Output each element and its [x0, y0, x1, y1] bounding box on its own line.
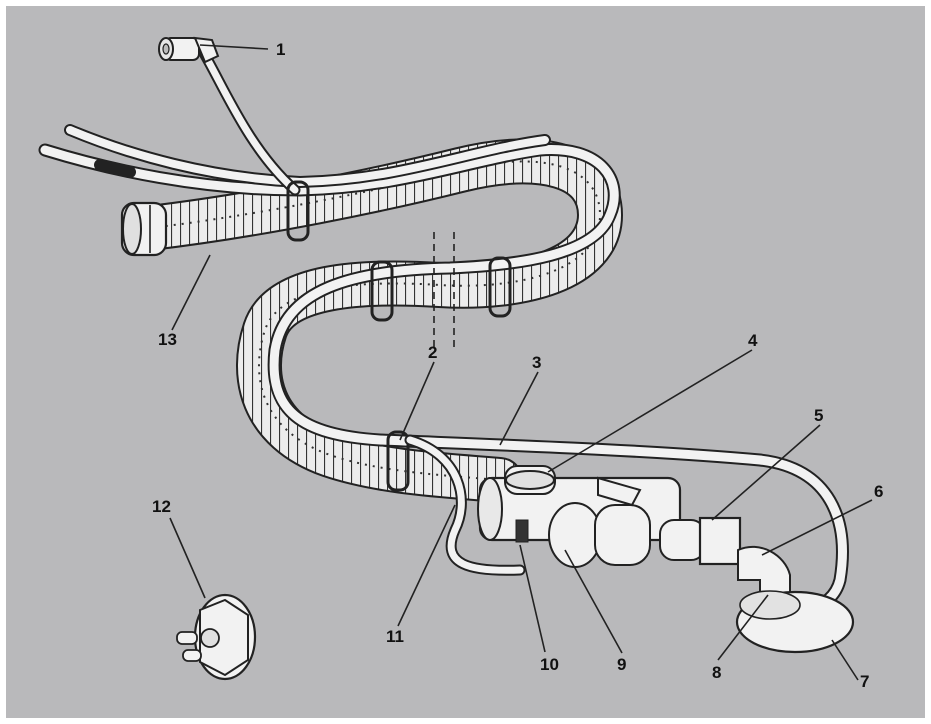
- callout-9: 9: [617, 655, 626, 674]
- hose-end-connector: [122, 203, 166, 255]
- callout-4: 4: [748, 331, 758, 350]
- callout-11: 11: [386, 627, 404, 646]
- sensor-block: [660, 518, 740, 564]
- callout-1: 1: [276, 40, 285, 59]
- callout-3: 3: [532, 353, 541, 372]
- elbow-connector-top: [159, 38, 218, 62]
- callout-13: 13: [158, 330, 177, 349]
- callout-6: 6: [874, 482, 883, 501]
- callout-12: 12: [152, 497, 171, 516]
- callout-10: 10: [540, 655, 559, 674]
- callout-2: 2: [428, 343, 437, 362]
- callout-8: 8: [712, 663, 721, 682]
- callout-7: 7: [860, 672, 869, 691]
- face-pad: [737, 591, 853, 652]
- callout-5: 5: [814, 406, 823, 425]
